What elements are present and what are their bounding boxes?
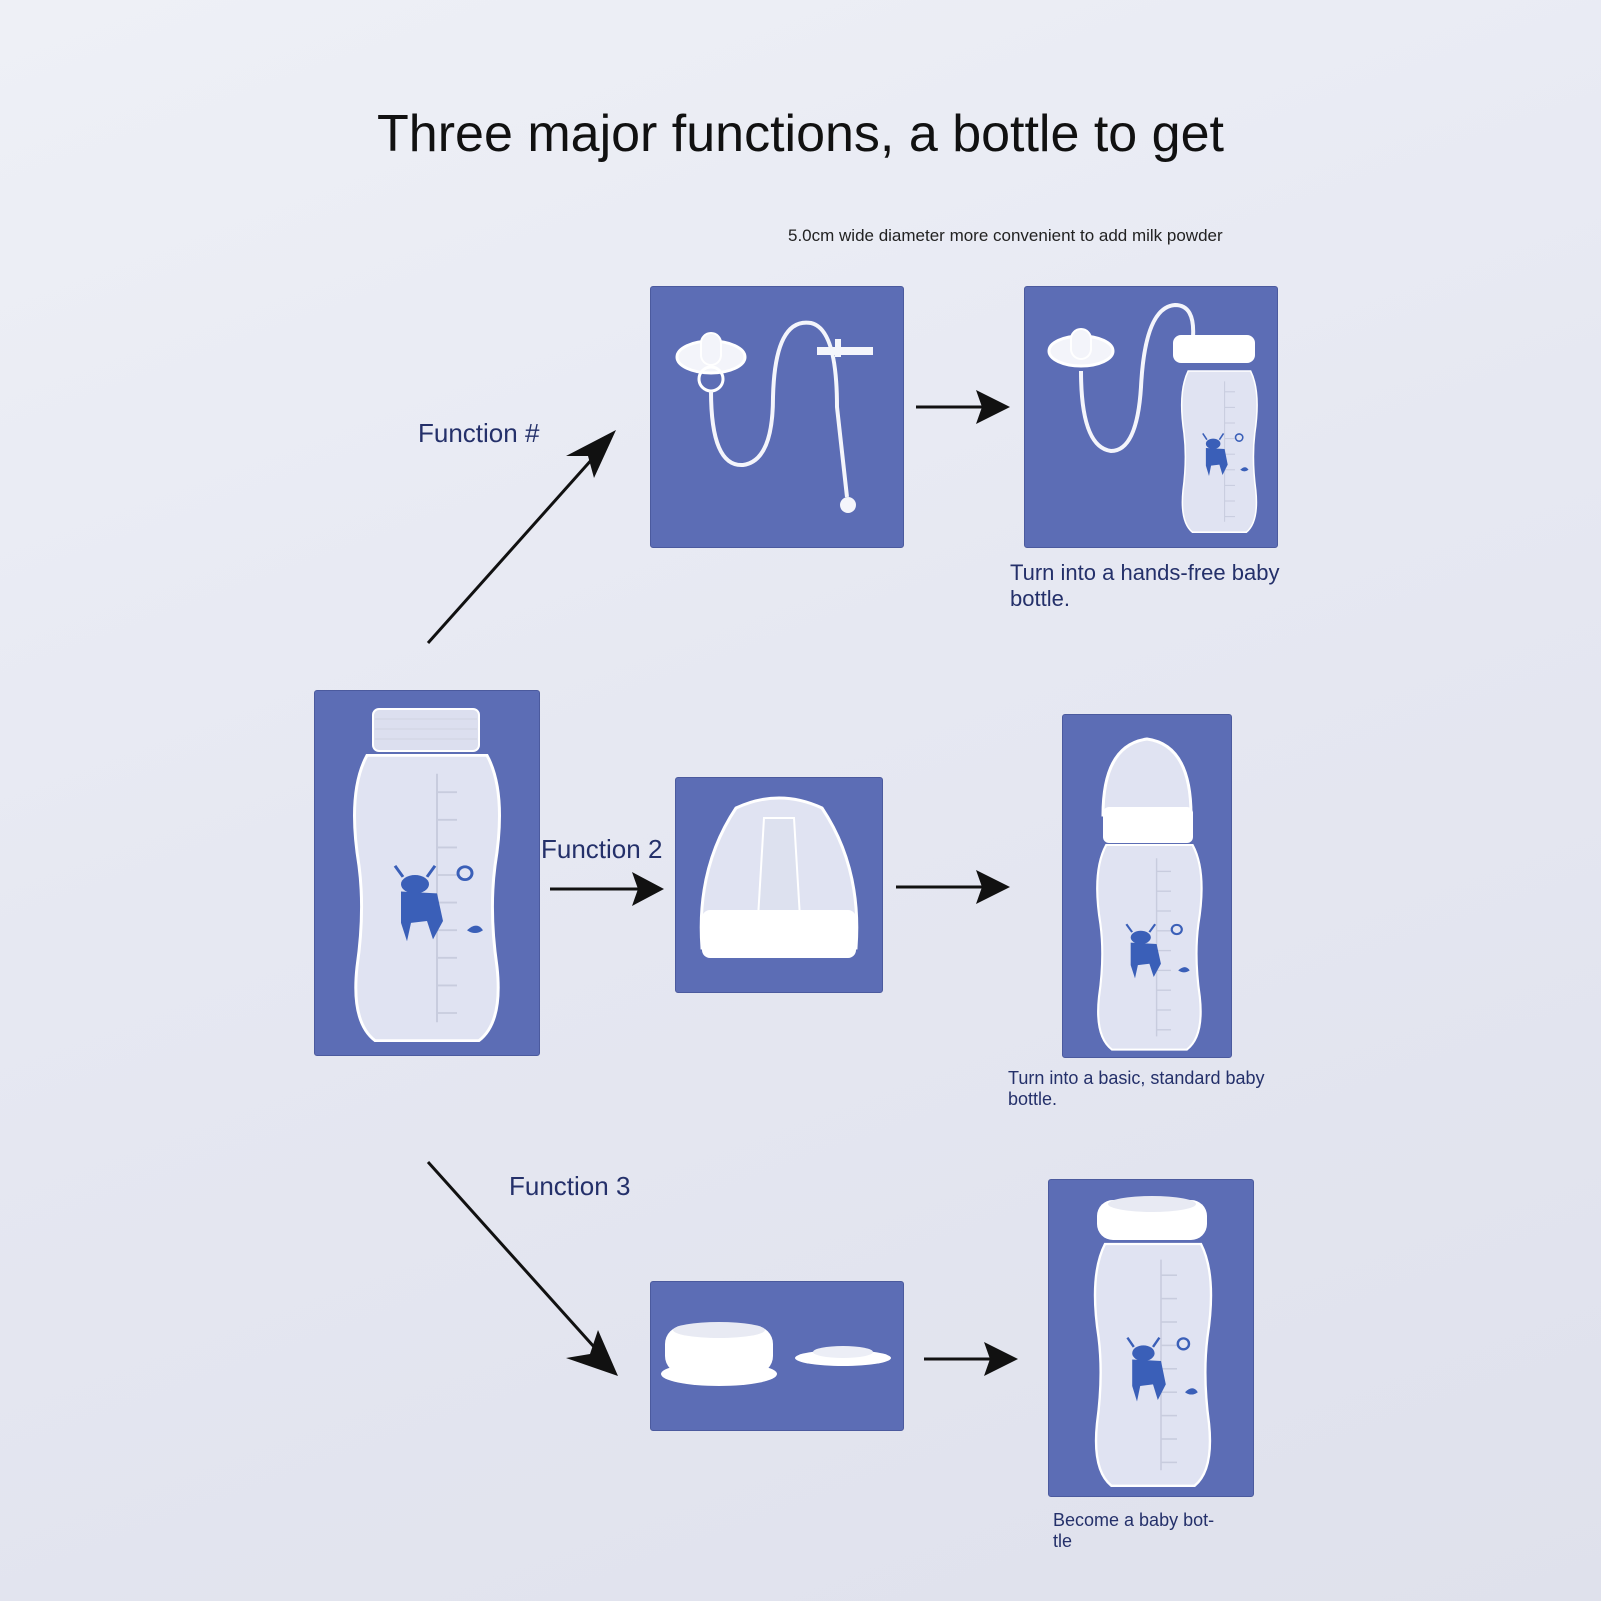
storage-bottle-panel [1048,1179,1254,1497]
standard-bottle-panel [1062,714,1232,1058]
page-title: Three major functions, a bottle to get [377,105,1224,163]
diameter-note: 5.0cm wide diameter more convenient to a… [788,226,1223,245]
hands-free-bottle-panel [1024,286,1278,548]
function-3-label: Function 3 [509,1171,631,1201]
function-2-caption: Turn into a basic, standard baby bottle. [1008,1068,1265,1109]
straw-pacifier-illustration [675,320,873,513]
function-2-label: Function 2 [541,834,663,864]
straw-kit-panel [650,286,904,548]
function-3-caption: Become a baby bot-tle [1053,1510,1215,1551]
base-bottle-panel [314,690,540,1056]
standard-bottle-illustration [1096,737,1203,1051]
nipple-cap-illustration [699,796,859,958]
sealing-cap-illustration [661,1322,891,1386]
sealing-cap-panel [650,1281,904,1431]
function-1-label: Function # [418,418,540,448]
nipple-cap-panel [675,777,883,993]
hands-free-bottle-illustration [1047,302,1258,533]
function-1-caption: Turn into a hands-free baby bottle. [1010,560,1280,611]
base-bottle-illustration [353,708,501,1043]
storage-bottle-illustration [1093,1196,1213,1488]
